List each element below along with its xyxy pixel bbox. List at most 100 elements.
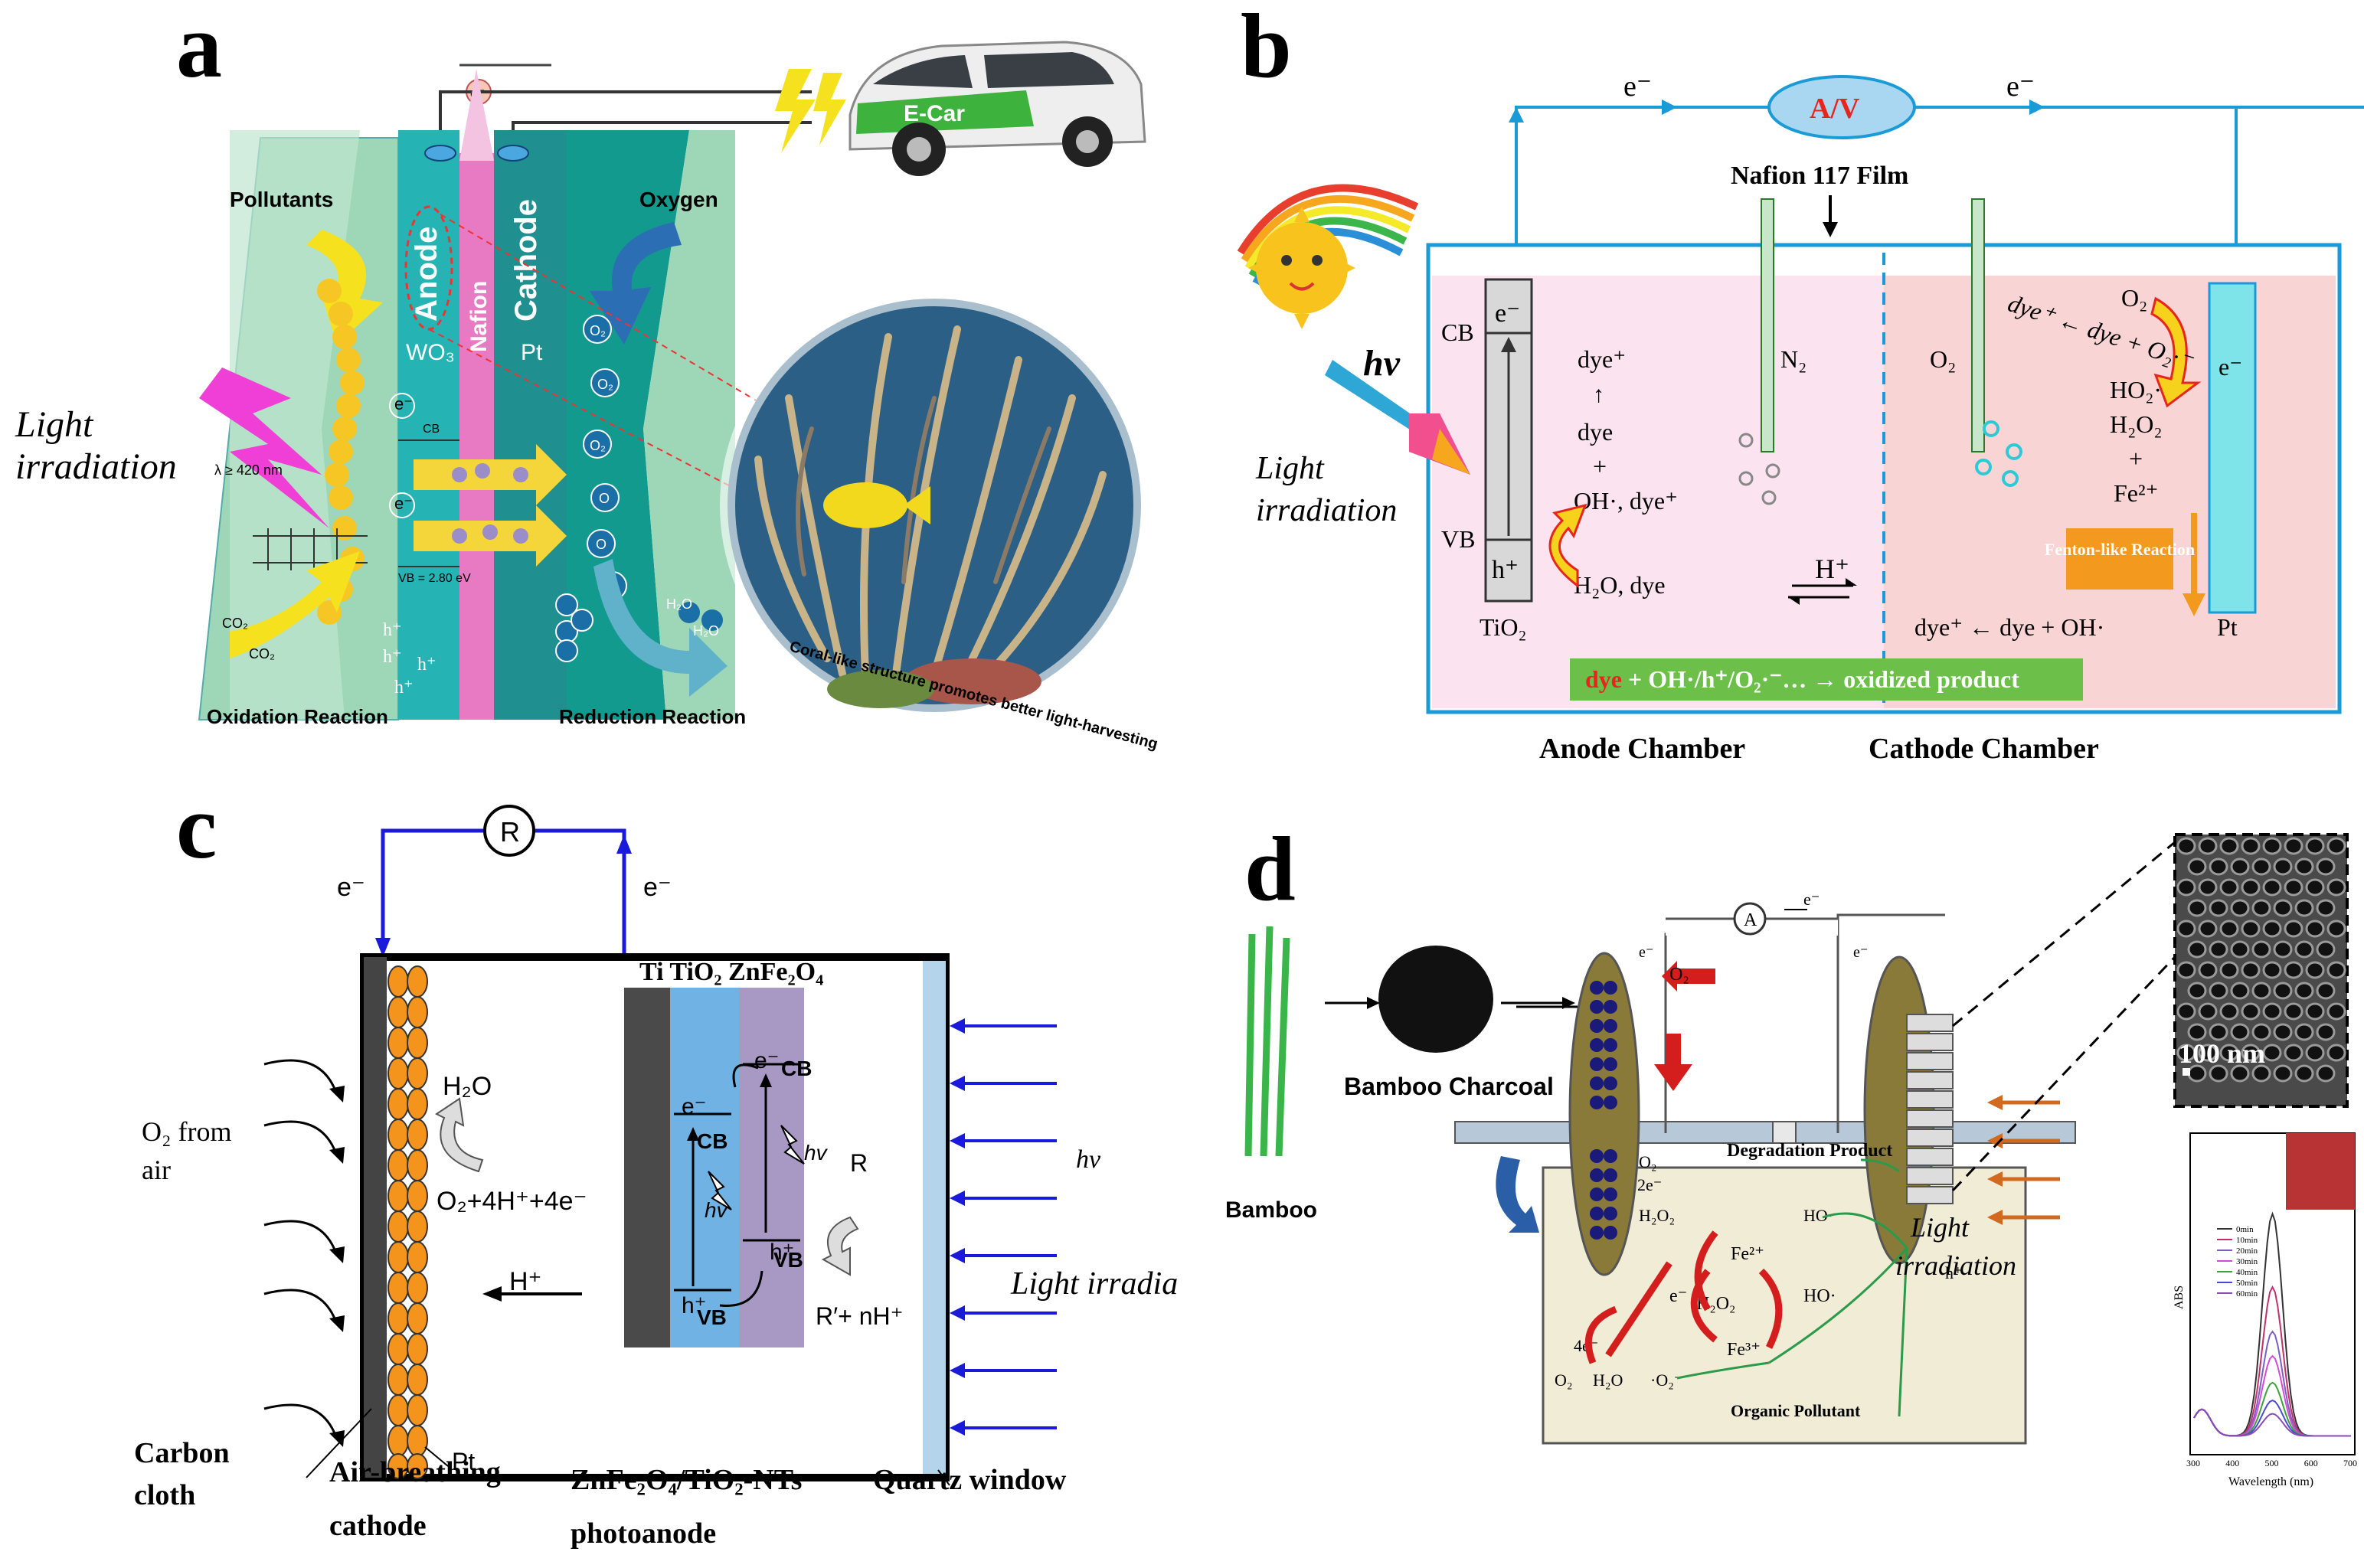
panel-c: c R e⁻ e⁻ O₂ from air H₂O O₂+4H⁺+4: [134, 776, 1179, 1550]
pt-electron-label: e⁻: [2218, 353, 2242, 381]
pt-particles: [387, 965, 428, 1479]
legend-label: 10min: [2236, 1236, 2258, 1245]
n2-bubbles: [1738, 433, 1780, 505]
hole1-label: h⁺: [682, 1293, 707, 1318]
nanotube-pore: [2262, 961, 2282, 979]
nanotube-pore: [2284, 961, 2304, 979]
oh-dye-label: OH·, dye⁺: [1574, 487, 1678, 514]
carbon-label-2: cloth: [134, 1479, 195, 1511]
nanotube-pore: [2316, 858, 2336, 876]
light-label-2: irradiation: [1256, 493, 1397, 528]
product-box: [1570, 658, 2083, 701]
nanotube-pore: [2198, 1002, 2218, 1021]
x-tick-label: 500: [2265, 1458, 2279, 1468]
h2o-label: H₂O: [666, 596, 692, 612]
nanotube-pore: [2326, 1002, 2346, 1021]
light-label: Light irradiation: [1010, 1266, 1179, 1302]
absorbance-curve: [2193, 1408, 2351, 1437]
nanotube-pore: [2176, 1002, 2196, 1021]
cathode-disk: [1568, 952, 1640, 1276]
nanotube-pore: [2230, 982, 2250, 1000]
cb-label: CB: [423, 423, 440, 436]
nanotube-pore: [2187, 940, 2207, 959]
ho-b-label: HO·: [1803, 1286, 1836, 1306]
vb2-label: VB: [773, 1248, 803, 1272]
r-label: R: [850, 1149, 868, 1177]
legend-label: 50min: [2236, 1279, 2258, 1288]
nanotube-pore: [2262, 878, 2282, 897]
h2o2-label: H₂O₂: [1639, 1206, 1675, 1225]
nanotube-pore: [2273, 982, 2293, 1000]
pt-label: Pt: [452, 1448, 475, 1475]
product-label: dye + OH·/h⁺/O₂·⁻… → oxidized product: [1585, 665, 2019, 693]
nanotube-pore: [2209, 858, 2228, 876]
photoanode-label-1: ZnFe₂O₄/TiO₂-NTs: [571, 1464, 802, 1496]
electron-label-right: e⁻: [643, 873, 672, 902]
cathode-layer: [494, 130, 567, 720]
shaft: [1454, 1121, 2076, 1144]
nanotube-pore: [2230, 899, 2250, 917]
co2-label: CO₂: [249, 646, 275, 662]
electron2-label: e⁻: [754, 1048, 780, 1073]
anode-layer: [398, 130, 459, 720]
nanotube-pore: [2273, 899, 2293, 917]
nanotube-pore: [2316, 899, 2336, 917]
x-tick-label: 400: [2225, 1458, 2239, 1468]
nanotube-pore: [2251, 940, 2271, 959]
degradation-arrow-icon: [821, 1216, 859, 1276]
o2-label: O₂: [1669, 965, 1689, 985]
nanotube-pore: [2198, 920, 2218, 938]
nanotube-pore: [2305, 920, 2325, 938]
scale-label: 100 nm: [2179, 1038, 2265, 1069]
o2-down-arrow-icon: [1654, 1034, 1692, 1091]
x-tick-label: 600: [2304, 1458, 2318, 1468]
o2-air-label-2: air: [142, 1155, 171, 1185]
air-label-1: Air-breathing: [329, 1456, 501, 1488]
o2-bubbles: [1975, 420, 2022, 487]
light-label-1: Light: [1910, 1212, 1970, 1243]
panel-d: d Bamboo Bamboo Charcoal A e⁻ e⁻ e⁻: [1225, 818, 2357, 1488]
cathode-label: Cathode: [509, 199, 543, 322]
n2-label: N₂: [1780, 345, 1807, 373]
coral-image: [720, 291, 1149, 720]
nanotube-pore: [2241, 961, 2261, 979]
nanotube-pore: [2262, 1002, 2282, 1021]
rotation-arrow-icon: [1496, 1156, 1539, 1233]
hv2-label: hv: [804, 1141, 829, 1165]
o-label: O: [596, 537, 607, 552]
sem-image: [2173, 833, 2349, 1108]
hole-label: h⁺: [417, 655, 437, 675]
vb-hole-label: h⁺: [1492, 556, 1519, 584]
light-label-2: irradiation: [15, 446, 177, 487]
charcoal-icon: [1378, 946, 1493, 1053]
znfe2o4-layer: [739, 988, 804, 1348]
panel-a-letter: a: [176, 0, 222, 96]
nanotube-pore: [2241, 878, 2261, 897]
fenton-label: Fenton-like Reaction: [2045, 540, 2195, 559]
hole-small-label: h⁺: [1945, 1263, 1963, 1282]
air-arrows: [263, 1059, 338, 1440]
fenton-box: [2066, 528, 2173, 590]
pollutant-arrows: [1676, 1158, 1908, 1417]
ammeter-icon: [1767, 75, 1916, 139]
reduction-label: Reduction Reaction: [559, 705, 746, 728]
nanotube-pore: [2251, 1023, 2271, 1041]
nanotube-pore: [2251, 858, 2271, 876]
o2-air-label-1: O₂ from: [142, 1116, 232, 1147]
electron-right-label: e⁻: [1853, 944, 1868, 961]
nanotube-pore: [2241, 1002, 2261, 1021]
nanotube-pore: [2284, 878, 2304, 897]
product-rest: + OH·/h⁺/O₂·⁻… → oxidized product: [1622, 665, 2019, 693]
nanotube-pore: [2241, 1044, 2261, 1062]
legend-label: 0min: [2236, 1225, 2254, 1234]
electron-label-right: e⁻: [2006, 70, 2035, 103]
hplus-label: H⁺: [509, 1267, 542, 1296]
nanotube-pore: [2198, 837, 2218, 855]
nanotube-pore: [2241, 837, 2261, 855]
nanotube-pore: [2326, 920, 2346, 938]
nanotube-pore: [2209, 982, 2228, 1000]
electron-left-label: e⁻: [1639, 944, 1653, 961]
oxygen-label: Oxygen: [639, 188, 718, 211]
cb-electron-label: e⁻: [1495, 299, 1520, 328]
